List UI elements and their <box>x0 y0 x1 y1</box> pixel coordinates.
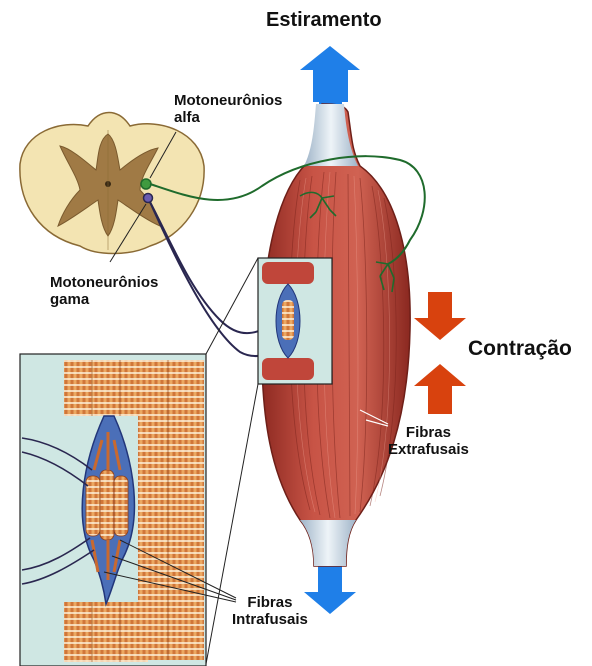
spindle-highlight-box <box>258 258 332 384</box>
spindle-inset <box>20 354 206 666</box>
contraction-arrow-up <box>414 364 466 414</box>
contraction-arrow-down <box>414 292 466 340</box>
extrafusal-label-line2: Extrafusais <box>388 441 469 458</box>
stretch-arrow-top <box>300 46 360 106</box>
zoom-line-top <box>206 258 258 354</box>
gamma-label-line1: Motoneurônios <box>50 274 158 291</box>
contraction-label: Contração <box>468 340 572 357</box>
intrafusal-fibers-label: Fibras Intrafusais <box>232 594 308 628</box>
intrafusal-label-line2: Intrafusais <box>232 611 308 628</box>
gamma-label-line2: gama <box>50 291 158 308</box>
intrafusal-label-line1: Fibras <box>232 594 308 611</box>
alpha-motor-neuron-label: Motoneurônios alfa <box>174 92 282 126</box>
extrafusal-label-line1: Fibras <box>388 424 469 441</box>
stretch-arrow-bottom <box>304 562 356 614</box>
alpha-label-line2: alfa <box>174 109 282 126</box>
stretch-label: Estiramento <box>266 12 382 29</box>
spinal-cord-section <box>20 113 204 254</box>
extrafusal-fibers-label: Fibras Extrafusais <box>388 424 469 458</box>
gamma-motor-neuron-label: Motoneurônios gama <box>50 274 158 308</box>
alpha-label-line1: Motoneurônios <box>174 92 282 109</box>
